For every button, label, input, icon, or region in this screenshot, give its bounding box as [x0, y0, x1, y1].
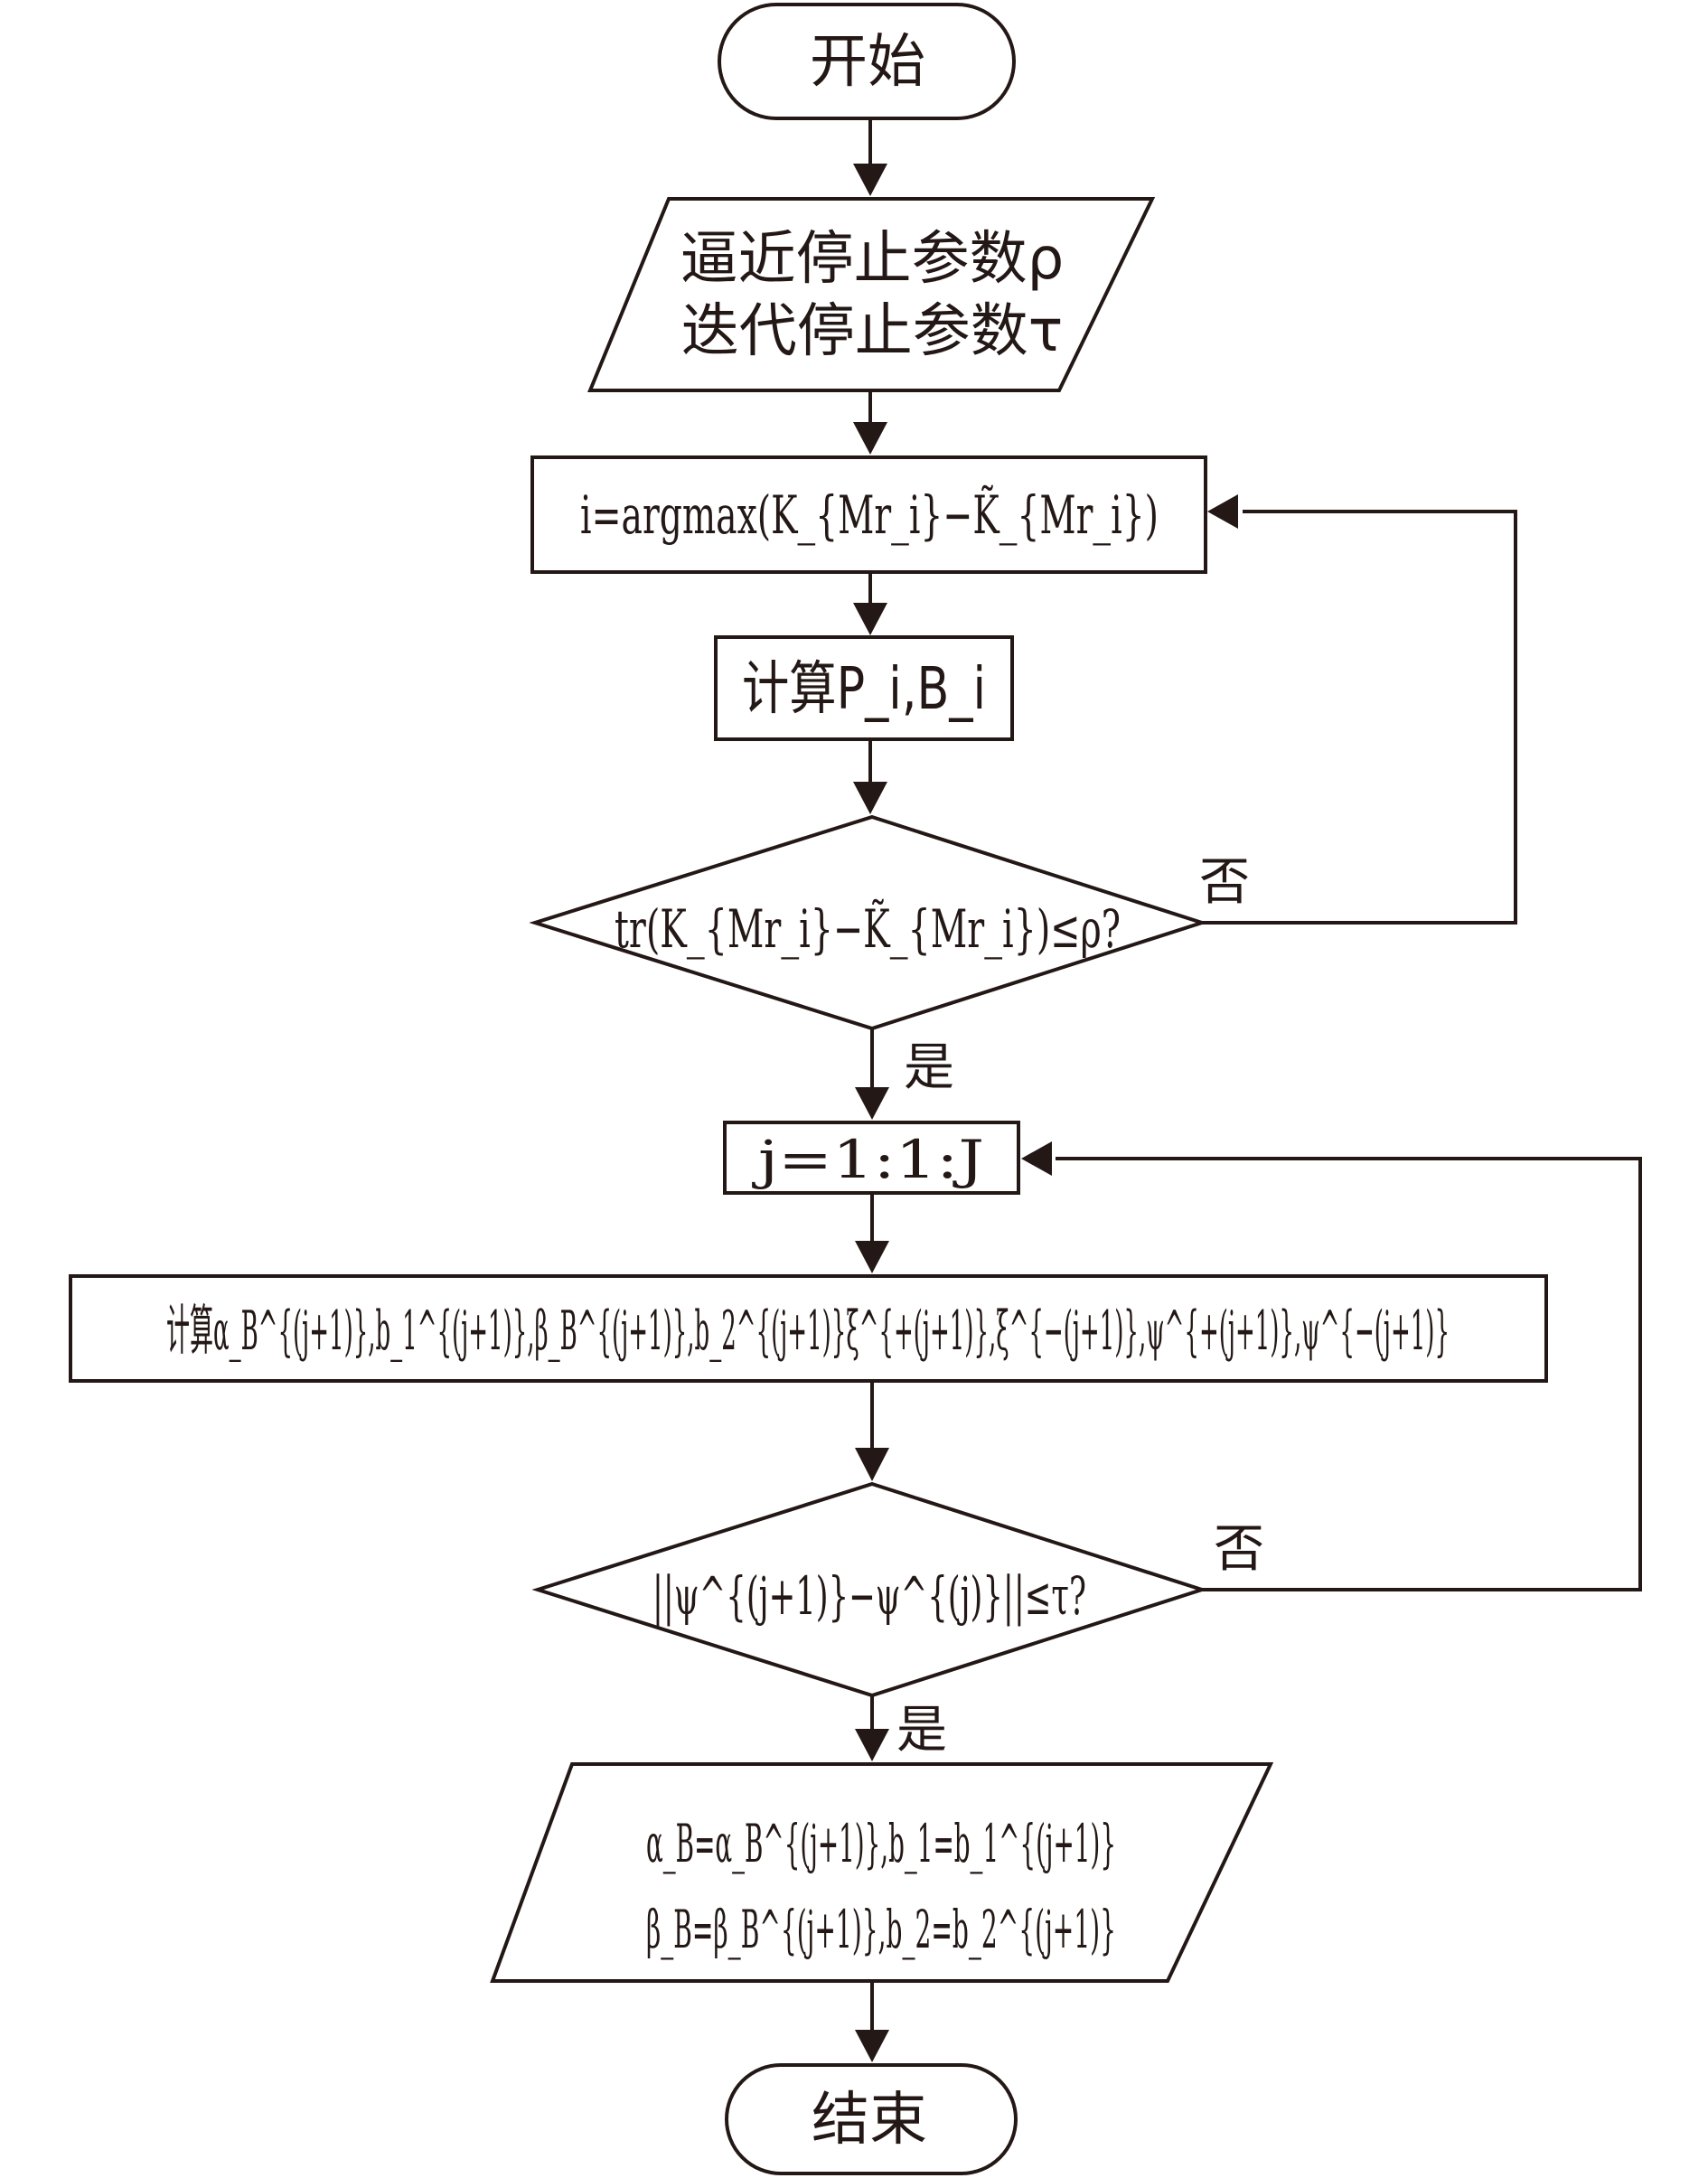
output-line-1: α_B=α_B^{(j+1)},b_1=b_1^{(j+1)}: [646, 1813, 1116, 1874]
arrow-start-input: [853, 164, 887, 196]
yes-label-1: 是: [904, 1038, 954, 1097]
compute-all-process-box: [69, 1274, 1548, 1383]
edge-decision-no-loop: [1202, 510, 1517, 925]
input-line-2: 迭代停止参数τ: [681, 298, 1064, 365]
argmax-process-box: [530, 455, 1207, 574]
edge-decision2-no-loop: [1056, 1157, 1642, 1591]
connectors: [853, 118, 1642, 2062]
input-parallelogram: [587, 197, 1156, 392]
loop-j-box: [723, 1121, 1020, 1195]
trace-decision-label: tr(K_{Mr_i}−K̃_{Mr_i})≤ρ?: [615, 897, 1121, 960]
arrow-decision2-yes: [855, 1729, 889, 1761]
start-label: 开始: [810, 29, 925, 96]
arrow-decision-no-loop: [1207, 494, 1238, 529]
compute-pb-label: 计算P_i,B_i: [742, 656, 986, 723]
end-terminator: [725, 2063, 1018, 2175]
arrow-input-argmax: [853, 422, 887, 455]
arrow-computepb-decision: [853, 782, 887, 814]
arrow-decision2-no-loop: [1021, 1141, 1052, 1176]
no-label-1: 否: [1199, 853, 1250, 912]
no-label-2: 否: [1214, 1520, 1264, 1579]
arrow-decision-yes: [855, 1087, 889, 1120]
output-line-2: β_B=β_B^{(j+1)},b_2=b_2^{(j+1)}: [646, 1899, 1116, 1960]
start-terminator: [718, 3, 1016, 120]
arrow-loopj-computeall: [855, 1241, 889, 1273]
argmax-label: i=argmax(K_{Mr_i}−K̃_{Mr_i}): [580, 483, 1159, 546]
arrow-argmax-computepb: [853, 603, 887, 635]
end-label: 结束: [812, 2087, 927, 2154]
compute-all-label: 计算α_B^{(j+1)},b_1^{(j+1)},β_B^{(j+1)},b_…: [166, 1300, 1450, 1363]
yes-label-2: 是: [896, 1701, 947, 1760]
arrow-computeall-decision2: [855, 1448, 889, 1481]
compute-pb-process-box: [714, 635, 1014, 741]
input-line-1: 逼近停止参数ρ: [680, 226, 1065, 293]
converge-decision-label: ||ψ^{(j+1)}−ψ^{(j)}||≤τ?: [652, 1565, 1086, 1627]
loop-j-label: j=1:1:J: [752, 1129, 984, 1190]
arrow-output-end: [855, 2030, 889, 2062]
output-parallelogram: [490, 1762, 1274, 1983]
